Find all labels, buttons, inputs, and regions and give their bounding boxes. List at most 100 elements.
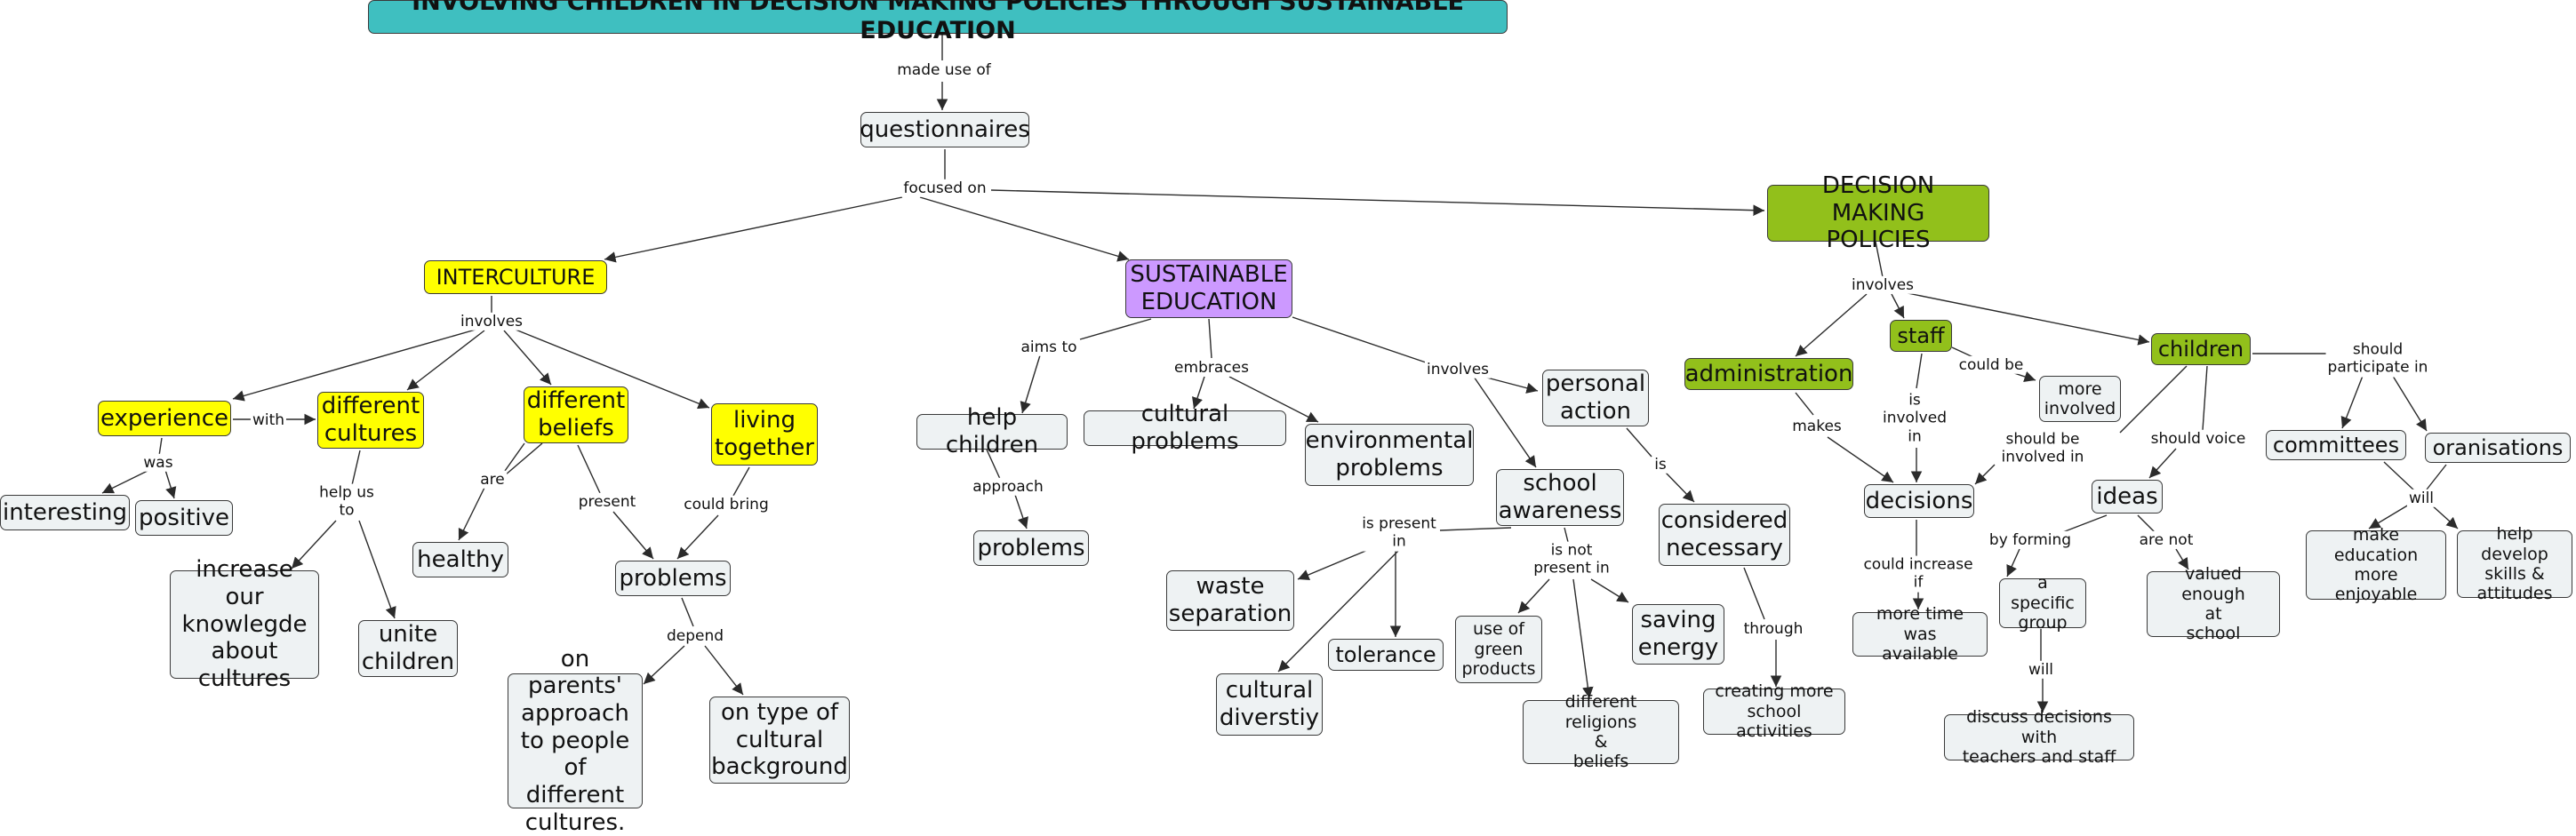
link-label-was: was bbox=[141, 453, 175, 473]
node-cultural-diversity[interactable]: cultural diverstiy bbox=[1216, 673, 1323, 736]
node-waste-separation[interactable]: waste separation bbox=[1166, 570, 1294, 631]
node-sustainable-education[interactable]: SUSTAINABLE EDUCATION bbox=[1125, 259, 1292, 318]
connector-line bbox=[577, 444, 601, 494]
connector-lines bbox=[101, 34, 2459, 713]
link-label-should-voice: should voice bbox=[2148, 429, 2248, 449]
connector-line bbox=[2390, 372, 2428, 432]
node-more-involved[interactable]: more involved bbox=[2039, 376, 2121, 422]
node-oranisations[interactable]: oranisations bbox=[2425, 433, 2571, 463]
connector-line bbox=[704, 645, 744, 696]
node-make-education[interactable]: make education more enjoyable bbox=[2306, 525, 2446, 604]
connector-line bbox=[2340, 370, 2365, 429]
link-label-could-bring: could bring bbox=[682, 495, 771, 514]
connector-line bbox=[2202, 365, 2208, 431]
connector-line bbox=[612, 511, 654, 560]
node-decisions[interactable]: decisions bbox=[1864, 484, 1974, 518]
node-interesting[interactable]: interesting bbox=[0, 495, 130, 530]
connector-line bbox=[458, 487, 485, 541]
node-discuss-decisions[interactable]: discuss decisions with teachers and staf… bbox=[1944, 707, 2134, 767]
node-school-awareness[interactable]: school awareness bbox=[1496, 469, 1624, 526]
link-label-could-increase-if: could increase if bbox=[1861, 555, 1975, 593]
map-title: INVOLVING CHILDREN IN DECISION MAKING PO… bbox=[368, 0, 1508, 44]
connector-line bbox=[351, 450, 361, 486]
node-problems-interculture[interactable]: problems bbox=[615, 561, 731, 596]
node-different-cultures[interactable]: different cultures bbox=[317, 392, 424, 449]
node-help-develop[interactable]: help develop skills & attitudes bbox=[2457, 524, 2572, 603]
node-help-children[interactable]: help children bbox=[916, 404, 1068, 458]
link-label-is-not-present-in: is not present in bbox=[1532, 541, 1612, 578]
connector-line bbox=[1208, 318, 1212, 359]
node-decision-making-policies[interactable]: DECISION MAKING POLICIES bbox=[1767, 172, 1989, 253]
connector-line bbox=[1292, 316, 1432, 365]
node-committees[interactable]: committees bbox=[2266, 430, 2406, 460]
node-saving-energy[interactable]: saving energy bbox=[1632, 604, 1724, 665]
node-staff[interactable]: staff bbox=[1890, 320, 1952, 352]
connector-line bbox=[2430, 504, 2459, 529]
connector-line bbox=[504, 442, 543, 476]
link-label-involves-sustainable: involves bbox=[1424, 360, 1492, 379]
node-cultural-problems[interactable]: cultural problems bbox=[1084, 401, 1286, 455]
node-problems-help[interactable]: problems bbox=[973, 530, 1089, 566]
connector-line bbox=[503, 330, 552, 386]
node-administration[interactable]: administration bbox=[1684, 358, 1853, 390]
link-label-with: with bbox=[250, 410, 287, 430]
node-parents-approach[interactable]: on parents' approach to people of differ… bbox=[508, 646, 643, 836]
connector-line bbox=[291, 520, 337, 569]
connector-line bbox=[1277, 548, 1401, 673]
connector-line bbox=[2148, 448, 2177, 479]
node-different-beliefs[interactable]: different beliefs bbox=[524, 386, 628, 443]
connector-line bbox=[2137, 514, 2156, 534]
link-label-focused-on: focused on bbox=[901, 179, 988, 198]
link-label-is-present-in: is present in bbox=[1360, 514, 1438, 552]
node-experience[interactable]: experience bbox=[98, 401, 231, 436]
connector-line bbox=[1590, 578, 1629, 603]
connector-line bbox=[1974, 464, 1996, 485]
connector-line bbox=[1916, 353, 1923, 389]
link-label-are: are bbox=[478, 470, 507, 490]
connector-line bbox=[1795, 392, 1814, 416]
connector-line bbox=[1228, 376, 1319, 423]
connector-line bbox=[2426, 464, 2447, 490]
link-label-aims-to: aims to bbox=[1019, 338, 1079, 357]
node-green-products[interactable]: use of green products bbox=[1455, 616, 1542, 683]
connector-line bbox=[2119, 365, 2188, 434]
connector-line bbox=[1473, 376, 1537, 468]
connector-line bbox=[2368, 504, 2410, 529]
node-valued-enough[interactable]: valued enough at school bbox=[2147, 564, 2280, 643]
node-unite-children[interactable]: unite children bbox=[358, 620, 458, 677]
node-environmental-problems[interactable]: environmental problems bbox=[1305, 424, 1474, 486]
node-more-time[interactable]: more time was available bbox=[1852, 604, 1988, 664]
connector-line bbox=[1875, 241, 1884, 278]
node-personal-action[interactable]: personal action bbox=[1542, 370, 1649, 426]
node-considered-necessary[interactable]: considered necessary bbox=[1659, 504, 1790, 566]
node-increase-knowledge[interactable]: increase our knowlegde about cultures bbox=[170, 556, 319, 692]
link-label-should-participate-in: should participate in bbox=[2325, 340, 2430, 378]
connector-line bbox=[1743, 567, 1765, 620]
node-tolerance[interactable]: tolerance bbox=[1328, 639, 1444, 671]
link-label-depend: depend bbox=[664, 626, 726, 646]
node-positive[interactable]: positive bbox=[135, 500, 233, 536]
link-label-by-forming: by forming bbox=[1987, 530, 2074, 550]
connector-line bbox=[1020, 354, 1041, 414]
node-living-together[interactable]: living together bbox=[711, 403, 818, 466]
connector-line bbox=[681, 597, 694, 627]
connector-line bbox=[2006, 548, 2020, 577]
node-more-school-activities[interactable]: creating more school activities bbox=[1703, 681, 1845, 741]
link-label-help-us-to: help us to bbox=[317, 483, 376, 521]
connector-line bbox=[2383, 461, 2415, 491]
node-cultural-background[interactable]: on type of cultural background bbox=[709, 697, 850, 784]
connector-line bbox=[732, 466, 750, 497]
connector-line bbox=[358, 520, 396, 619]
node-specific-group[interactable]: a specific group bbox=[1999, 573, 2086, 633]
node-interculture[interactable]: INTERCULTURE bbox=[424, 260, 607, 294]
connector-line bbox=[1192, 376, 1205, 410]
node-ideas[interactable]: ideas bbox=[2092, 480, 2163, 514]
connector-line bbox=[676, 514, 719, 560]
node-different-religions[interactable]: different religions & beliefs bbox=[1523, 692, 1679, 771]
connector-line bbox=[2175, 548, 2189, 570]
node-healthy[interactable]: healthy bbox=[412, 542, 508, 577]
node-questionnaires[interactable]: questionnaires bbox=[860, 112, 1030, 147]
connector-line bbox=[1439, 527, 1512, 531]
connector-line bbox=[158, 437, 163, 457]
node-children[interactable]: children bbox=[2151, 333, 2251, 365]
